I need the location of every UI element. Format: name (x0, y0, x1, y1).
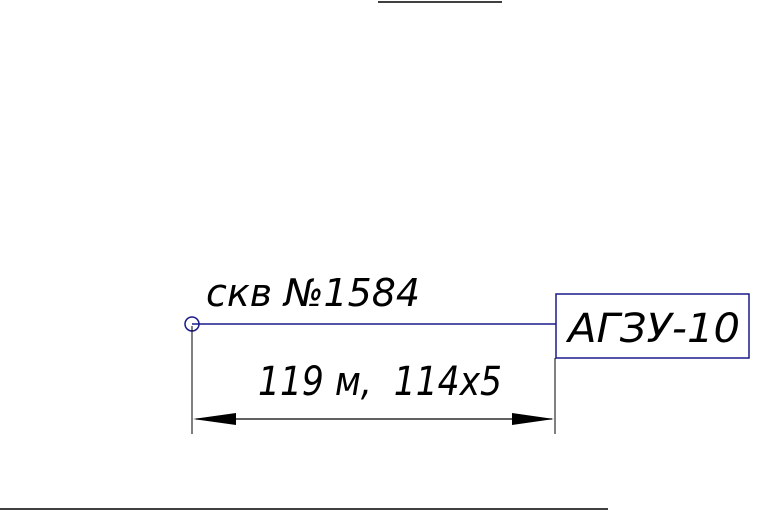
unit-box (555, 293, 750, 359)
dimension-arrow-left (193, 413, 236, 425)
unit-label: АГЗУ-10 (565, 306, 740, 352)
dimension-arrow-right (512, 413, 554, 425)
dimension-label: 119 м, 114х5 (258, 359, 502, 405)
well-label: скв №1584 (206, 271, 420, 315)
